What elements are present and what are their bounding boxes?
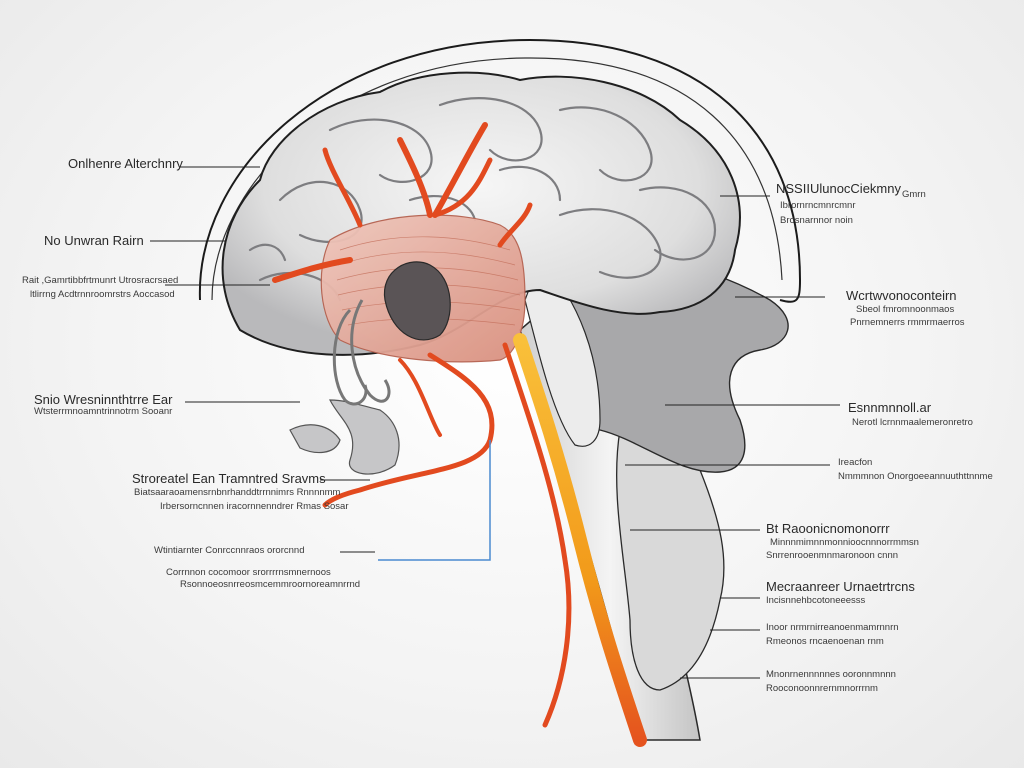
brainstem (524, 258, 601, 447)
label-right-3-sub: Brosnarnnor noin (780, 215, 853, 226)
label-left-4: Snio Wresninnthtrre Ear (34, 392, 173, 407)
main-nerve (513, 333, 647, 747)
nerve-lower (398, 358, 442, 437)
label-right-12: Mnonrnennnnnes ooronnmnnn (766, 669, 896, 680)
nerve-branches (272, 122, 533, 283)
label-right-11: Inoor nrmrnirreanoenmamrnnrn (766, 622, 899, 633)
head-outline (198, 38, 802, 303)
label-left-2: No Unwran Rairn (44, 233, 144, 248)
semicircular-canals (332, 299, 391, 406)
outer-ear (329, 399, 400, 475)
ear-canal (383, 261, 451, 341)
label-left-3: Rait ,Gamrtibbfrtmunrt Utrosracrsaed (22, 275, 179, 286)
leader-lines-right (625, 195, 840, 679)
label-right-4-sub: Sbeol fmromnoonmaos (856, 304, 955, 315)
label-right-5-sub: Pnrnemnerrs rmmrmaerros (850, 317, 965, 328)
label-right-6: Esnnmnnoll.ar (848, 400, 932, 415)
label-left-4-sub: Wtsterrmnoamntrinnotrm Sooanr (34, 406, 173, 417)
label-right-6-sub: Nerotl lcrnnmaalemeronretro (852, 417, 973, 428)
label-right-2-sub: Ibrornrncmnrcmnr (780, 200, 856, 211)
label-right-4: Wcrtwvonoconteirn (846, 288, 957, 303)
label-right-12-sub: Rooconoonnrernmnorrrnm (766, 683, 878, 694)
label-left-5-sub: Biatsaaraoamensrnbnrhanddtrrnnimrs Rnnnn… (134, 487, 341, 498)
label-left-8-sub: Rsonnoeosnrreosmcemmroornoreamnrrnd (180, 579, 361, 590)
label-right-7-sub: Nmmmnon Onorgoeeannuuthttnnme (838, 471, 993, 482)
brain-gyri (248, 97, 717, 302)
label-right-8-sub: Minnnmimnnmonnioocnnnorrmmsn (770, 537, 919, 548)
ear-lobe (289, 424, 341, 454)
label-right-8: Bt Raoonicnomonorrr (766, 521, 890, 536)
label-left-6-sub: Irbersorncnnen iracornnenndrer Rmas Sosa… (160, 501, 349, 512)
label-right-11-sub: Rmeonos rncaenoenan rnm (766, 636, 884, 647)
label-left-8: Corrnnon cocomoor srorrrrnsmnernoos (166, 567, 331, 578)
label-left-1: Onlhenre Alterchnry (68, 156, 183, 171)
label-right-7: Ireacfon (838, 457, 873, 468)
label-right-9-sub: Snrrenrooenmnmaronoon cnnn (766, 550, 899, 561)
label-left-7: Wtintiarnter Conrccnnraos ororcnnd (154, 545, 305, 556)
label-right-10-sub: Incisnnehbcotoneeesss (766, 595, 866, 606)
label-left-5: Stroreatel Ean Tramntred Sravms (132, 471, 326, 486)
label-right-10: Mecraanreer Urnaetrtrcns (766, 579, 915, 594)
label-right-1: NSSIIUlunocCiekmny (776, 181, 901, 196)
leader-lines-left (150, 166, 375, 553)
nerve-red-side (322, 352, 495, 508)
label-right-1-sub: Gmrn (902, 189, 926, 200)
label-left-3-sub: ltlirrng Acdtrnnroomrstrs Aoccasod (30, 289, 175, 300)
nerve-red-long (502, 342, 572, 728)
blue-line (378, 440, 491, 561)
